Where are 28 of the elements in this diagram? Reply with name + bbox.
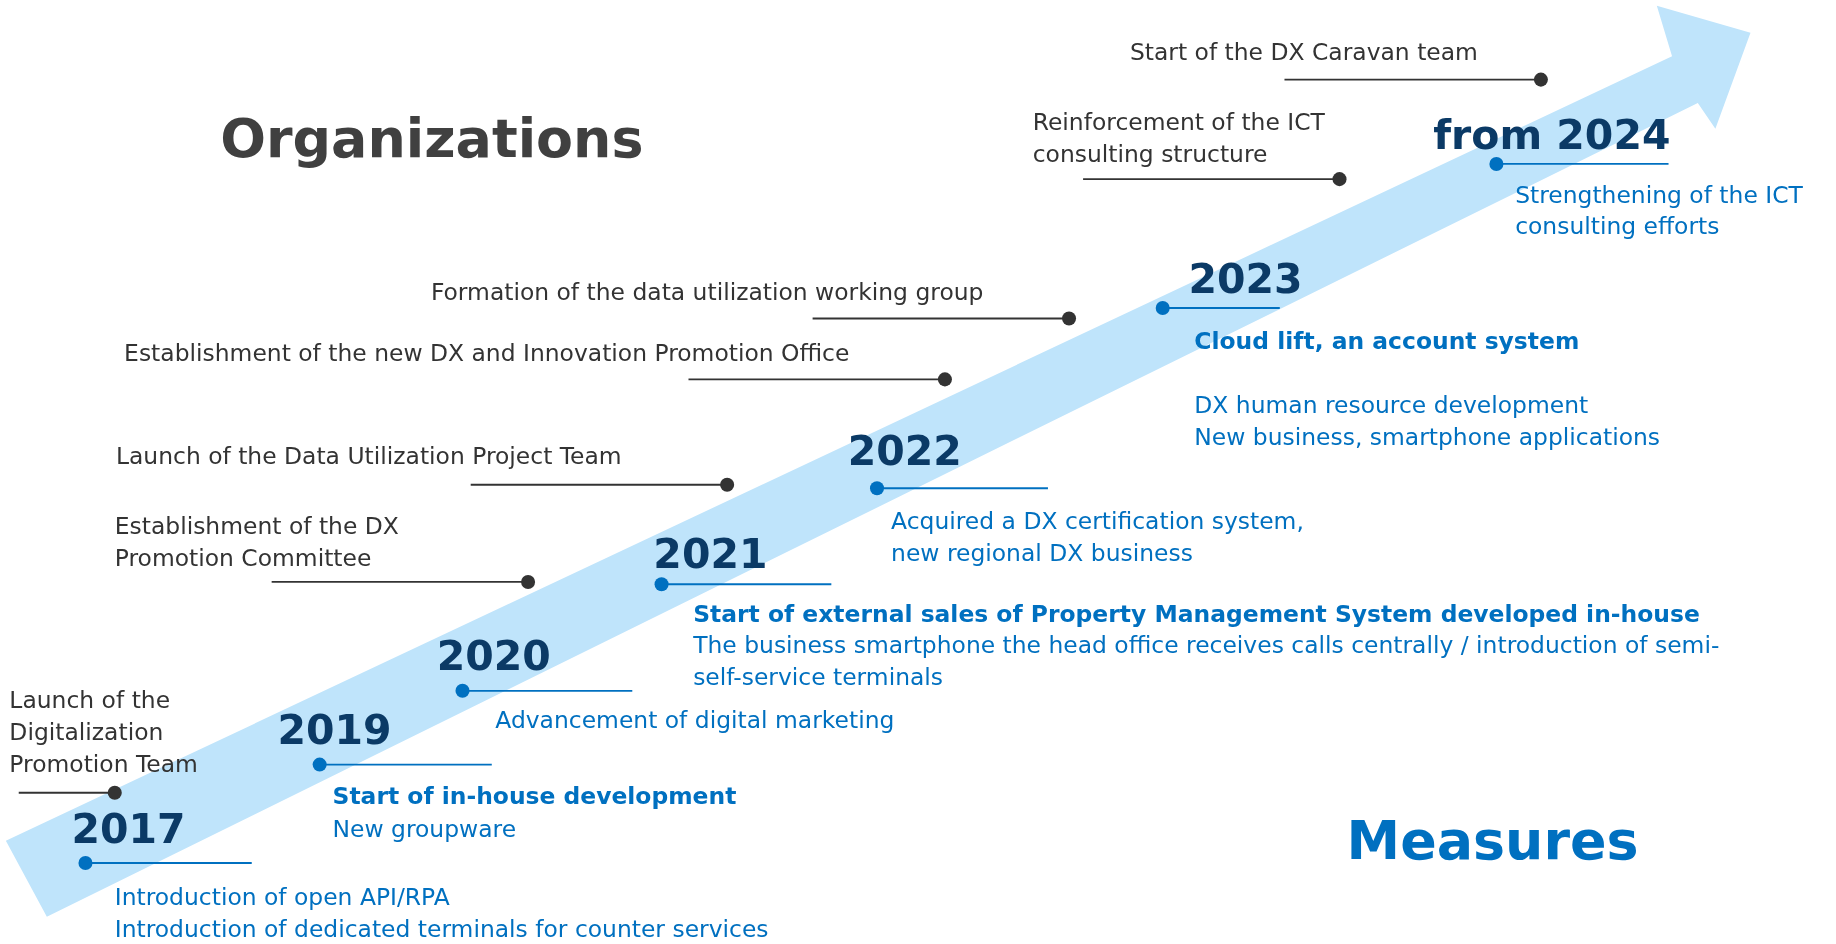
milestone-text: Formation of the data utilization working group [430, 276, 985, 308]
year-label: 2020 [436, 632, 551, 680]
year-label: 2022 [847, 427, 962, 475]
year-label: 2017 [71, 805, 186, 853]
measure-text: DX human resource development [1194, 390, 1590, 422]
milestone-text: Launch of the Digitalization Promotion Team [9, 685, 199, 780]
measure-text: New business, smartphone applications [1194, 421, 1662, 453]
measure-headline: Cloud lift, an account system [1194, 325, 1581, 357]
measure-text: Advancement of digital marketing [495, 705, 896, 737]
measure-text: The business smartphone the head office receives calls centrally / introduction of semi-self-service terminals [693, 630, 1721, 693]
section-heading: Measures [1346, 810, 1639, 872]
measure-headline: Start of in-house development [332, 781, 738, 813]
year-label: 2021 [653, 530, 768, 578]
measure-text: Acquired a DX certification system, new regional DX business [891, 506, 1305, 569]
milestone-text: Establishment of the new DX and Innovation Promotion Office [124, 337, 851, 369]
measure-text: Introduction of open API/RPA [114, 881, 451, 913]
measure-text: Strengthening of the ICT consulting efforts [1515, 179, 1804, 243]
milestone-text: Establishment of the DX Promotion Committee [114, 510, 400, 574]
measure-headline: Start of external sales of Property Management System developed in-house [693, 598, 1701, 630]
milestone-text: Launch of the Data Utilization Project Team [115, 440, 623, 472]
year-label: 2019 [277, 706, 392, 753]
year-label: 2023 [1188, 255, 1303, 303]
milestone-text: Reinforcement of the ICT consulting structure [1032, 106, 1326, 170]
milestone-text: Start of the DX Caravan team [1129, 36, 1479, 68]
year-label: from 2024 [1433, 111, 1671, 159]
measure-text: Introduction of dedicated terminals for counter services [114, 913, 770, 944]
measure-text: New groupware [332, 813, 518, 846]
section-heading: Organizations [220, 107, 644, 169]
